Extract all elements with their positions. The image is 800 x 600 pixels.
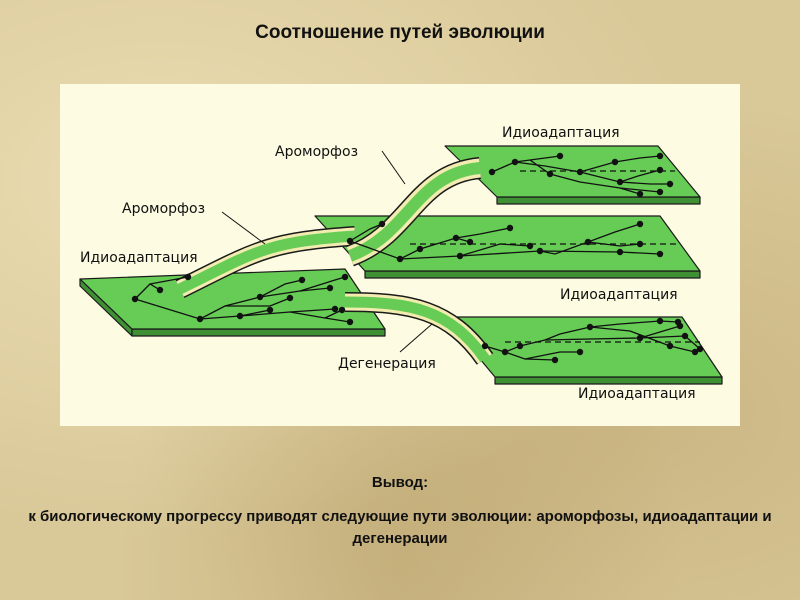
label-aromorphosis-top: Ароморфоз bbox=[275, 144, 358, 160]
label-idioadaptation-bottom-right: Идиоадаптация bbox=[578, 386, 696, 402]
label-aromorphosis-left: Ароморфоз bbox=[122, 201, 205, 217]
conclusion-text: к биологическому прогрессу приводят след… bbox=[28, 508, 772, 547]
platform-base bbox=[79, 268, 386, 337]
page-title: Соотношение путей эволюции bbox=[255, 22, 545, 43]
label-idioadaptation-top-right: Идиоадаптация bbox=[502, 125, 620, 141]
leader-lines bbox=[221, 150, 433, 353]
platform-middle bbox=[314, 215, 701, 279]
branch-nodes bbox=[131, 152, 704, 364]
label-idioadaptation-middle-right: Идиоадаптация bbox=[560, 287, 678, 303]
label-idioadaptation-left: Идиоадаптация bbox=[80, 250, 198, 266]
conclusion-heading: Вывод: bbox=[371, 474, 429, 491]
path-aromorphosis-to-middle bbox=[175, 226, 356, 298]
label-degeneration: Дегенерация bbox=[338, 356, 436, 372]
evolution-diagram-panel: Идиоадаптация Ароморфоз Ароморфоз Идиоад… bbox=[60, 84, 740, 426]
path-degeneration bbox=[344, 292, 494, 365]
path-aromorphosis-to-top bbox=[345, 157, 482, 267]
evolution-diagram: Идиоадаптация Ароморфоз Ароморфоз Идиоад… bbox=[79, 125, 723, 402]
